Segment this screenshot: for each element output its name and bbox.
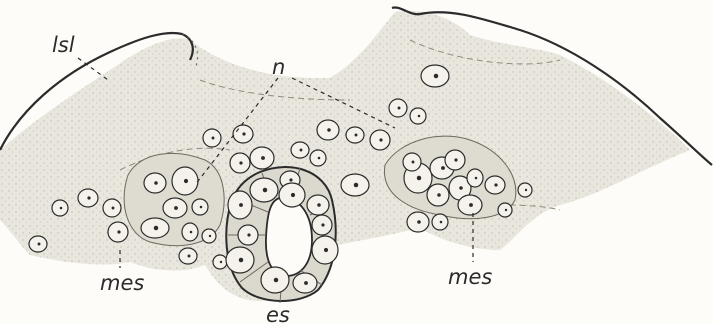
label-mes-right: mes <box>448 265 492 289</box>
nucleolus <box>300 149 303 152</box>
label-lsl: lsl <box>52 33 75 57</box>
nucleolus <box>263 188 267 192</box>
nucleolus <box>174 206 178 210</box>
nucleolus <box>379 138 382 141</box>
nucleolus <box>398 107 401 110</box>
nucleolus <box>209 235 211 237</box>
nucleolus <box>417 176 421 180</box>
nucleolus <box>475 177 478 180</box>
nucleolus <box>354 183 358 187</box>
label-n: n <box>272 55 285 79</box>
nucleolus <box>220 261 222 263</box>
nucleolus <box>154 181 158 185</box>
nucleolus <box>434 74 438 78</box>
nucleolus <box>324 248 328 252</box>
nucleolus <box>321 223 324 226</box>
nucleolus <box>239 258 243 262</box>
nucleolus <box>239 203 243 207</box>
nucleolus <box>291 193 295 197</box>
nucleolus <box>437 193 441 197</box>
nucleolus <box>412 161 415 164</box>
nucleolus <box>355 134 358 137</box>
nucleolus <box>441 166 445 170</box>
nucleolus <box>60 207 63 210</box>
nucleolus <box>318 157 321 160</box>
nucleolus <box>212 137 215 140</box>
nucleolus <box>117 230 120 233</box>
nucleolus <box>200 206 203 209</box>
nucleolus <box>261 156 265 160</box>
nucleolus <box>38 243 41 246</box>
nucleolus <box>418 115 421 118</box>
nucleolus <box>154 226 158 230</box>
nucleolus <box>505 209 507 211</box>
nucleolus <box>454 158 457 161</box>
label-es: es <box>266 303 290 324</box>
label-mes-left: mes <box>100 271 144 295</box>
nucleolus <box>317 203 321 207</box>
nucleolus <box>494 183 497 186</box>
nucleolus <box>469 203 473 207</box>
nucleolus <box>274 278 278 282</box>
nucleolus <box>459 186 463 190</box>
nucleolus <box>525 189 527 191</box>
nucleolus <box>112 207 115 210</box>
nucleolus <box>188 255 191 258</box>
nucleolus <box>289 178 292 181</box>
nucleolus <box>327 128 331 132</box>
nucleolus <box>184 179 188 183</box>
nucleolus <box>304 281 308 285</box>
nucleolus <box>417 220 421 224</box>
nucleolus <box>440 221 443 224</box>
nucleolus <box>190 231 193 234</box>
nucleolus <box>239 161 242 164</box>
nucleolus <box>242 132 245 135</box>
nucleolus <box>247 233 250 236</box>
nucleolus <box>87 196 90 199</box>
